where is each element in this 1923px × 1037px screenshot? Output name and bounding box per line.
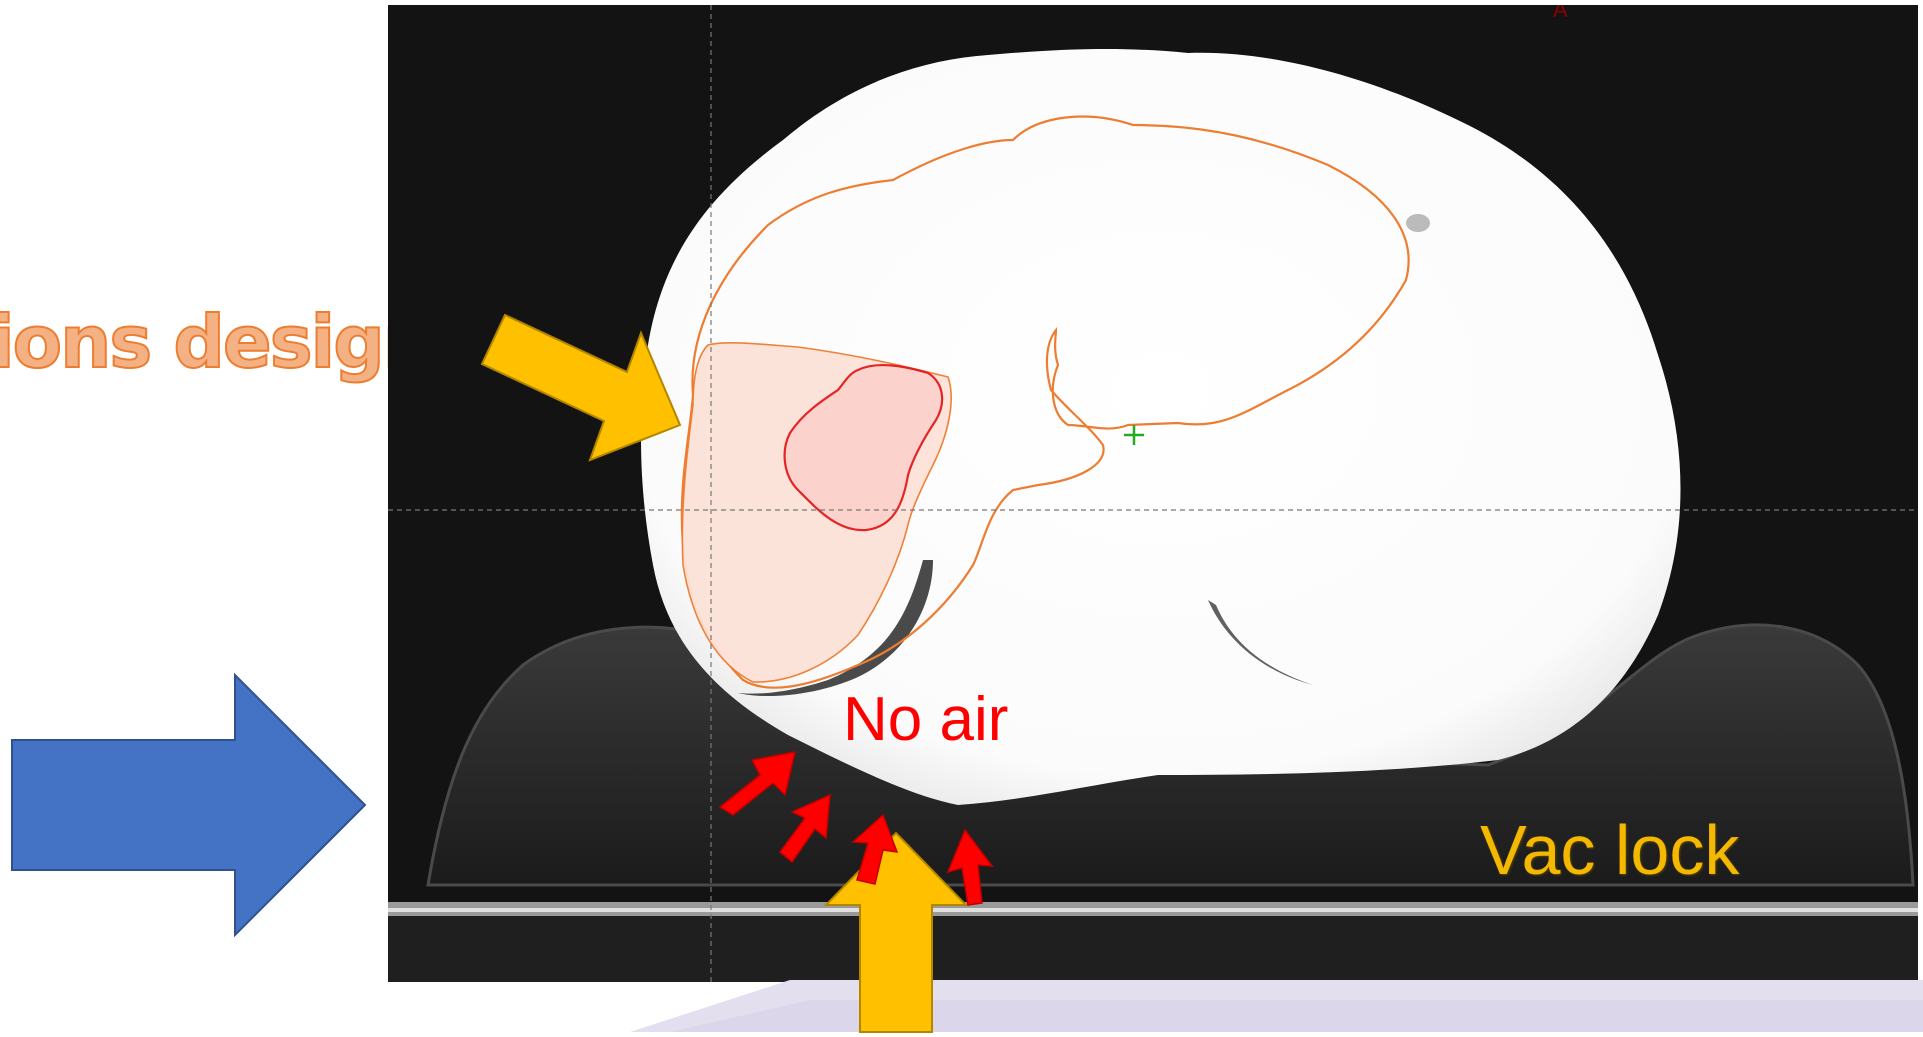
- vac-lock-label: Vac lock: [1480, 810, 1739, 890]
- background-strip: [630, 980, 1923, 1032]
- orientation-marker: A: [1553, 5, 1568, 23]
- slide-title: ions design: [0, 300, 432, 384]
- small-density-spot: [1406, 214, 1430, 232]
- blue-arrow-icon: [12, 675, 365, 935]
- no-air-label: No air: [843, 684, 1008, 755]
